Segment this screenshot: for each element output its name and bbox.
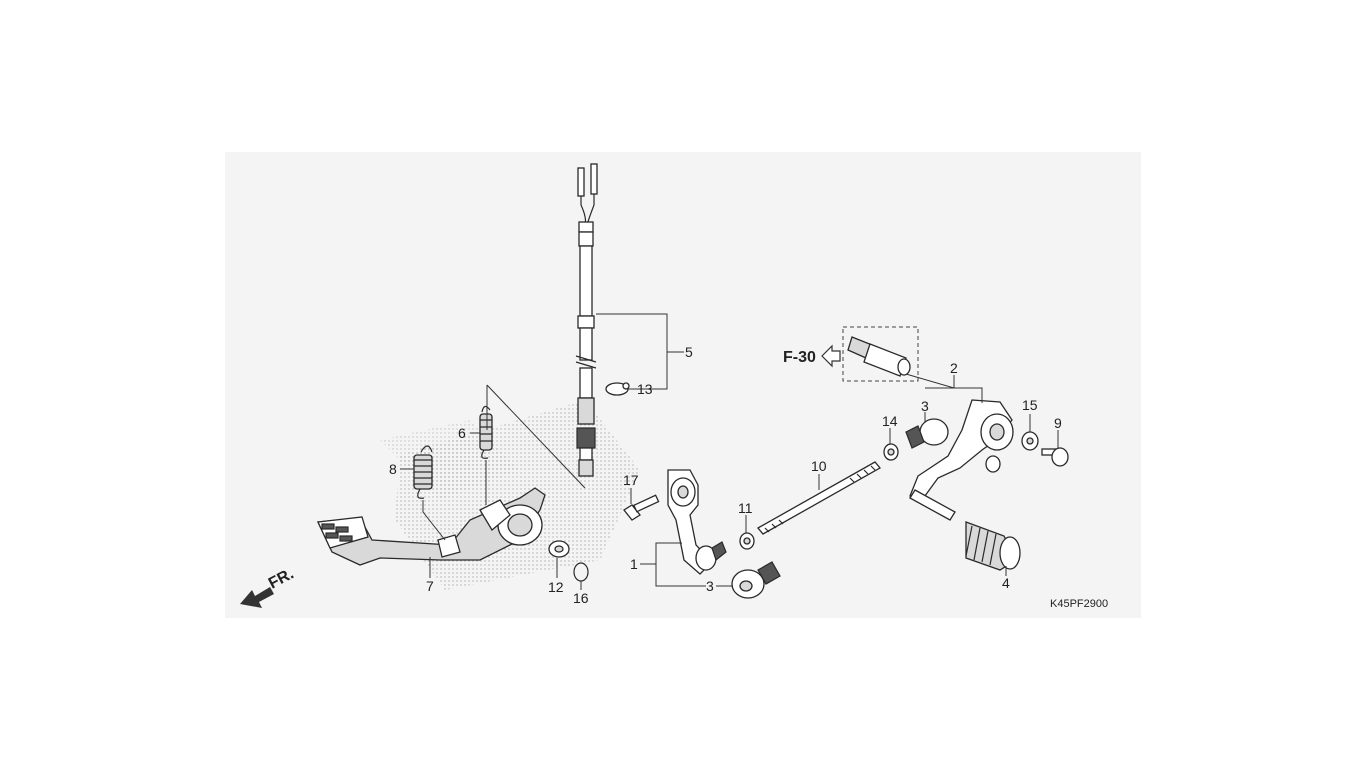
callout-13: 13 [637, 381, 653, 397]
peg-rubber-part-4 [965, 521, 1021, 571]
tie-rod-part-10 [757, 461, 881, 535]
brake-pedal-part-7 [317, 487, 546, 566]
callout-5: 5 [685, 344, 693, 360]
callout-11: 11 [738, 500, 753, 516]
tie-rod-joint-part-3-lower [731, 561, 781, 599]
callout-17: 17 [623, 472, 639, 488]
callout-10: 10 [811, 458, 827, 474]
diagram-code: K45PF2900 [1050, 598, 1108, 610]
reference-arrow: F-30 [783, 344, 841, 368]
callout-8: 8 [389, 461, 397, 477]
watermark-shading [380, 400, 640, 590]
washer-part-15 [1021, 431, 1039, 451]
reference-label: F-30 [783, 349, 816, 366]
callout-3-lower: 3 [706, 578, 714, 594]
callout-7: 7 [426, 578, 434, 594]
shaft-inset-box [842, 326, 919, 382]
callout-6: 6 [458, 425, 466, 441]
callout-15: 15 [1022, 397, 1038, 413]
bolt-part-9 [1041, 447, 1069, 467]
spring-part-8 [413, 445, 433, 499]
leader-lines [400, 313, 1059, 590]
front-direction-marker: FR. [240, 565, 297, 608]
nut-part-14 [883, 443, 899, 461]
bolt-part-17 [623, 494, 660, 521]
callout-3-upper: 3 [921, 398, 929, 414]
gearshift-arm-part-1 [667, 469, 727, 575]
washer-part-12 [548, 540, 570, 558]
callout-2: 2 [950, 360, 958, 376]
callout-12: 12 [548, 579, 564, 595]
callouts: 1 2 3 3 4 5 6 7 8 9 10 11 12 13 14 15 16… [389, 344, 1062, 606]
tie-rod-joint-part-3-upper [905, 418, 949, 449]
callout-16: 16 [573, 590, 589, 606]
clamp-part-13 [605, 382, 630, 396]
brake-cable-part-5 [575, 163, 598, 477]
callout-14: 14 [882, 413, 898, 429]
spring-part-6 [479, 405, 493, 459]
nut-part-11 [739, 532, 755, 550]
clip-part-16 [573, 562, 589, 582]
callout-1: 1 [630, 556, 638, 572]
callout-9: 9 [1054, 415, 1062, 431]
callout-4: 4 [1002, 575, 1010, 591]
gearshift-pedal-part-2 [909, 399, 1014, 521]
